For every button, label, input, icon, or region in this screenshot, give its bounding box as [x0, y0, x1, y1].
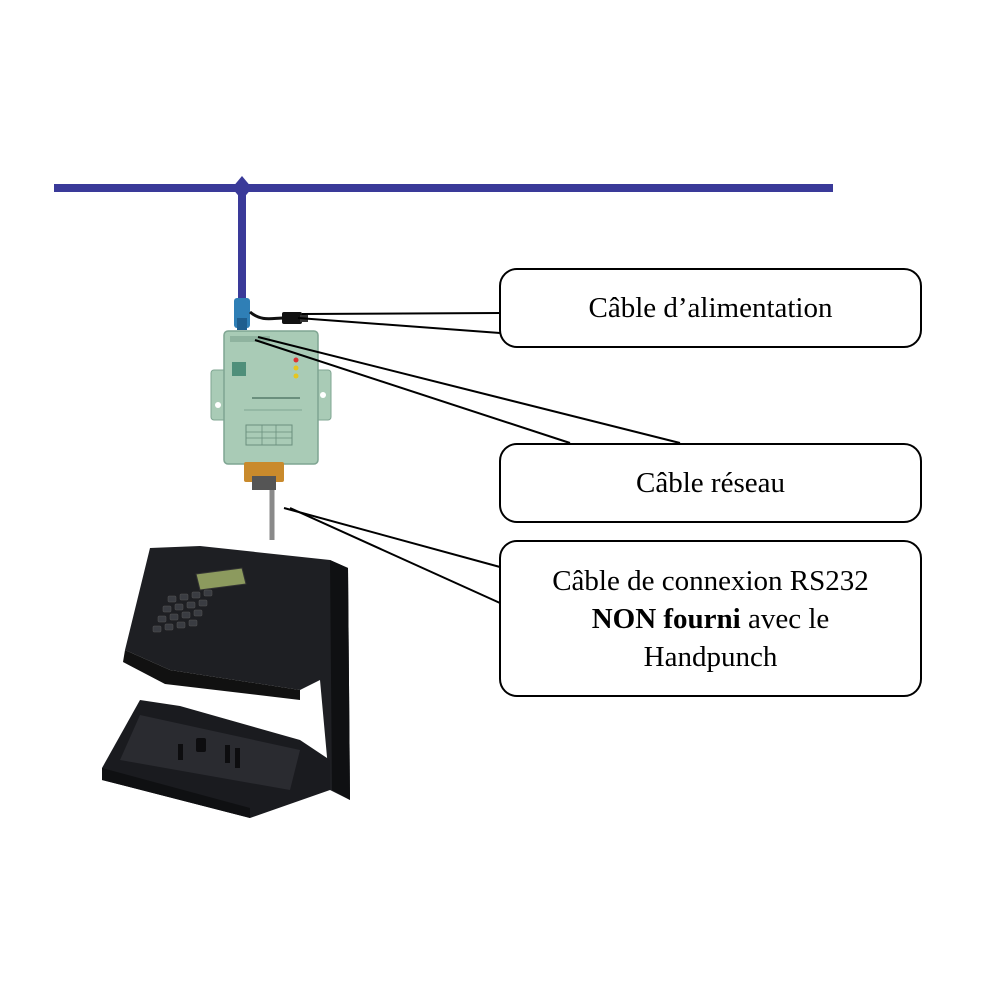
- handpunch-terminal-icon: [102, 546, 350, 818]
- callout-network-cable: Câble réseau: [499, 443, 922, 523]
- callout-rs232-cable: Câble de connexion RS232 NON fourni avec…: [499, 540, 922, 697]
- callout-power-cable: Câble d’alimentation: [499, 268, 922, 348]
- callout-leader-network: [254, 336, 681, 444]
- callout-rs232-line3: Handpunch: [643, 640, 778, 673]
- serial-device-server-icon: [210, 330, 332, 490]
- callout-rs232-bold: NON fourni: [591, 602, 741, 635]
- callout-power-text: Câble d’alimentation: [588, 292, 833, 324]
- callout-rs232-line1: Câble de connexion RS232: [552, 564, 869, 597]
- callout-network-text: Câble réseau: [636, 467, 785, 499]
- callout-leader-power: [297, 312, 501, 334]
- callout-leader-rs232: [283, 507, 501, 604]
- rj45-plug-icon: [234, 298, 250, 330]
- callout-rs232-line2-rest: avec le: [740, 602, 830, 635]
- callout-rs232-line2: NON fourni avec le: [592, 600, 830, 638]
